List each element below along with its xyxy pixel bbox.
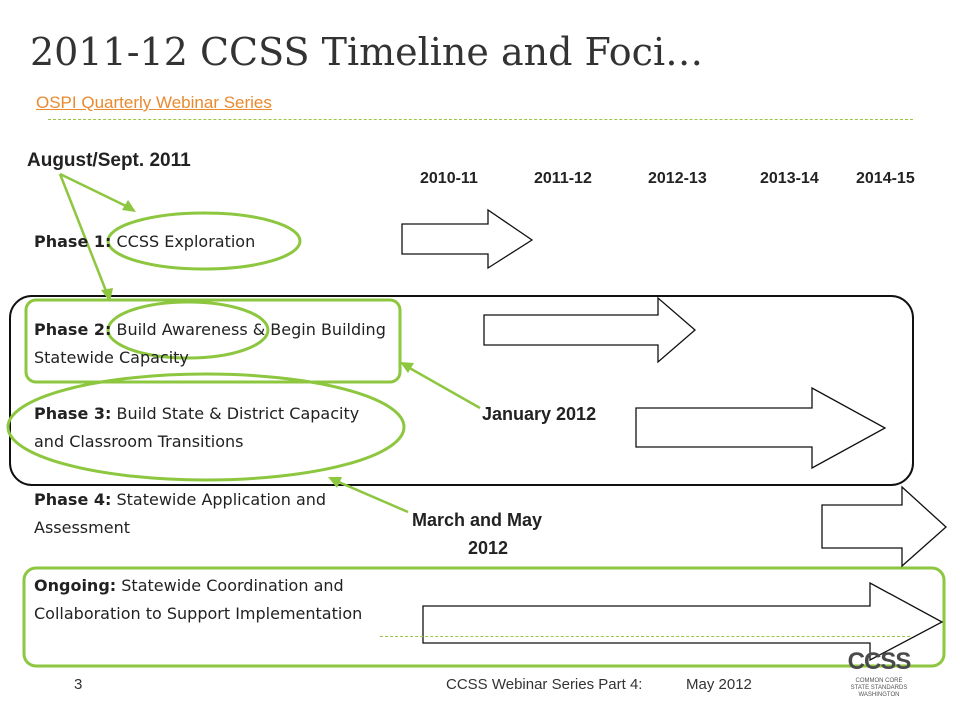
phase-1-arrow	[401, 208, 534, 270]
phase-4-arrow	[821, 485, 947, 568]
footer-series: CCSS Webinar Series Part 4:	[446, 676, 643, 693]
callout-january: January 2012	[482, 404, 597, 424]
phase-3-label: Phase 3:	[34, 404, 112, 423]
callout-march-line1: March and May	[412, 510, 543, 530]
ongoing-highlight	[22, 566, 946, 668]
footer-date: May 2012	[686, 676, 752, 693]
phase-2-circle	[106, 300, 270, 360]
phase-1-text: Phase 1: CCSS Exploration	[34, 228, 394, 256]
phase-4-label: Phase 4:	[34, 490, 112, 509]
year-label-2010-11: 2010-11	[420, 170, 478, 187]
phase-2-text: Phase 2: Build Awareness & Begin Buildin…	[34, 316, 394, 372]
phase-4-text: Phase 4: Statewide Application and Asses…	[34, 486, 394, 542]
page-number: 3	[74, 676, 83, 693]
ccss-logo-main: CCSS	[847, 648, 912, 675]
phase-1-desc: CCSS Exploration	[116, 232, 256, 251]
year-label-2013-14: 2013-14	[760, 170, 819, 187]
phase-3-text: Phase 3: Build State & District Capacity…	[34, 400, 394, 456]
callout-august: August/Sept. 2011	[27, 150, 191, 171]
webinar-series-link[interactable]: OSPI Quarterly Webinar Series	[36, 93, 272, 112]
ccss-logo-line3: WASHINGTON	[858, 692, 900, 698]
march-pointer-head	[328, 477, 342, 488]
slide-title: 2011-12 CCSS Timeline and Foci…	[30, 30, 704, 74]
phase-4-desc: Statewide Application and Assessment	[34, 490, 327, 537]
ccss-logo: CCSS COMMON CORE STATE STANDARDS WASHING…	[836, 642, 922, 706]
ongoing-label: Ongoing:	[34, 576, 117, 595]
ongoing-desc: Statewide Coordination and Collaboration…	[34, 576, 363, 623]
august-pointer-1	[59, 172, 131, 210]
phase-2-arrow	[483, 296, 696, 364]
ongoing-text: Ongoing: Statewide Coordination and Coll…	[34, 572, 384, 628]
bottom-divider	[380, 636, 910, 637]
ccss-logo-line2: STATE STANDARDS	[850, 685, 908, 691]
august-pointer-1-head	[122, 200, 136, 212]
year-label-2011-12: 2011-12	[534, 170, 592, 187]
phase-2-highlight	[24, 298, 402, 384]
march-pointer	[333, 478, 409, 514]
ccss-logo-line1: COMMON CORE	[855, 678, 903, 684]
january-pointer	[405, 364, 481, 410]
year-label-2012-13: 2012-13	[648, 170, 707, 187]
year-label-2014-15: 2014-15	[856, 170, 915, 187]
phase-2-desc: Build Awareness & Begin Building Statewi…	[34, 320, 386, 367]
january-pointer-head	[400, 362, 414, 373]
callout-march-line2: 2012	[468, 538, 509, 558]
phase-3-circle	[6, 372, 406, 482]
phase-3-arrow	[635, 386, 887, 470]
august-pointer-2	[58, 173, 110, 297]
phase-1-label: Phase 1:	[34, 232, 112, 251]
phase-2-3-frame	[9, 295, 914, 486]
august-pointer-2-head	[101, 288, 113, 302]
phase-2-label: Phase 2:	[34, 320, 112, 339]
phase-3-desc: Build State & District Capacity and Clas…	[34, 404, 360, 451]
ongoing-arrow	[422, 581, 944, 662]
phase-1-circle	[106, 211, 302, 271]
title-divider	[48, 119, 913, 120]
